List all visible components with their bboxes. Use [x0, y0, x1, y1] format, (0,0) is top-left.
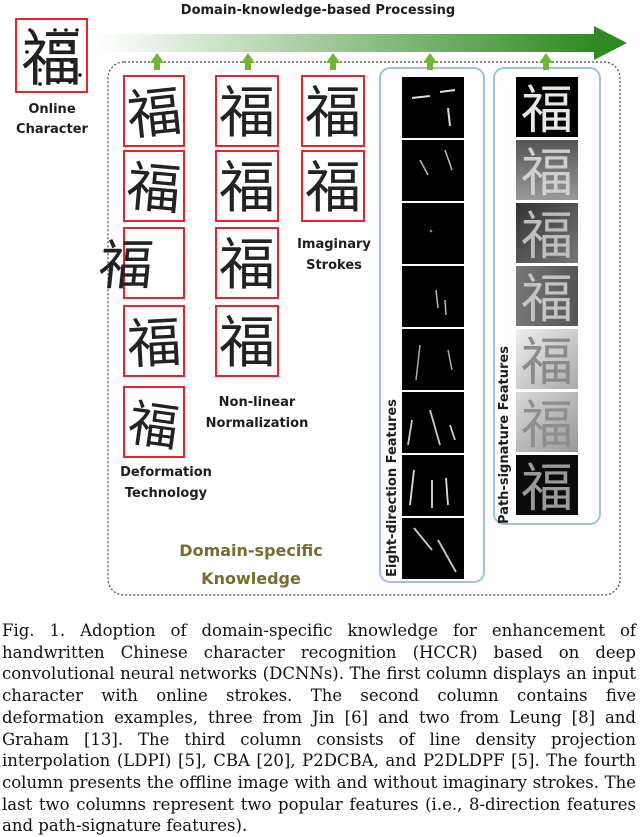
- path-signature-sample-4: 福: [521, 270, 573, 330]
- path-signature-sample-3: 福: [521, 207, 573, 267]
- deformation-sample-1: 福: [124, 79, 184, 147]
- imaginary-label-line2: Strokes: [306, 258, 362, 273]
- nonlinear-label-line2: Normalization: [206, 416, 309, 431]
- imaginary-label-line1: Imaginary: [297, 237, 371, 252]
- imaginary-strokes-column: 福 福 Imaginary Strokes: [297, 53, 371, 273]
- path-signature-panel: 福 福 福 福 福 福 福 Path-signature Features: [493, 53, 601, 525]
- normalization-sample-3: 福: [219, 233, 275, 298]
- normalization-sample-4: 福: [219, 311, 275, 376]
- path-signature-sample-7: 福: [521, 459, 573, 519]
- domain-knowledge-boundary: [107, 61, 621, 596]
- normalization-column: 福 福 福 福 Non-linear Normalization: [206, 53, 309, 431]
- online-character-label-line1: Online: [28, 102, 75, 117]
- path-signature-sample-5: 福: [521, 333, 573, 393]
- normalization-sample-2: 福: [219, 156, 275, 221]
- eight-direction-label: Eight-direction Features: [385, 399, 400, 577]
- online-character-box: 福: [15, 18, 88, 95]
- processing-arrow: [96, 26, 627, 60]
- imaginary-sample-2: 福: [305, 156, 361, 221]
- deformation-sample-4: 福: [126, 311, 183, 377]
- path-signature-sample-1: 福: [521, 81, 573, 141]
- figure-caption: Fig. 1. Adoption of domain-specific know…: [2, 621, 636, 836]
- online-character-glyph: 福: [22, 25, 82, 95]
- domain-knowledge-label-line2: Knowledge: [201, 569, 301, 588]
- deformation-sample-2: 福: [124, 155, 183, 222]
- deformation-label-line2: Technology: [125, 486, 208, 501]
- eight-direction-panel: Eight-direction Features: [379, 53, 485, 583]
- figure: Domain-knowledge-based Processing 福 Onli…: [15, 3, 627, 596]
- online-character-label-line2: Character: [16, 122, 88, 137]
- deformation-sample-3: 福: [96, 234, 157, 297]
- deformation-label-line1: Deformation: [120, 465, 212, 480]
- imaginary-sample-1: 福: [305, 81, 361, 146]
- figure-header: Domain-knowledge-based Processing: [181, 3, 455, 18]
- domain-knowledge-label-line1: Domain-specific: [179, 541, 322, 560]
- deformation-column: 福 福 福 福 福 Deformation Technology: [96, 53, 212, 501]
- deformation-sample-5: 福: [125, 394, 183, 458]
- path-signature-label: Path-signature Features: [497, 346, 512, 524]
- nonlinear-label-line1: Non-linear: [219, 395, 296, 410]
- path-signature-sample-2: 福: [521, 144, 573, 204]
- path-signature-sample-6: 福: [521, 396, 573, 456]
- normalization-sample-1: 福: [219, 81, 275, 146]
